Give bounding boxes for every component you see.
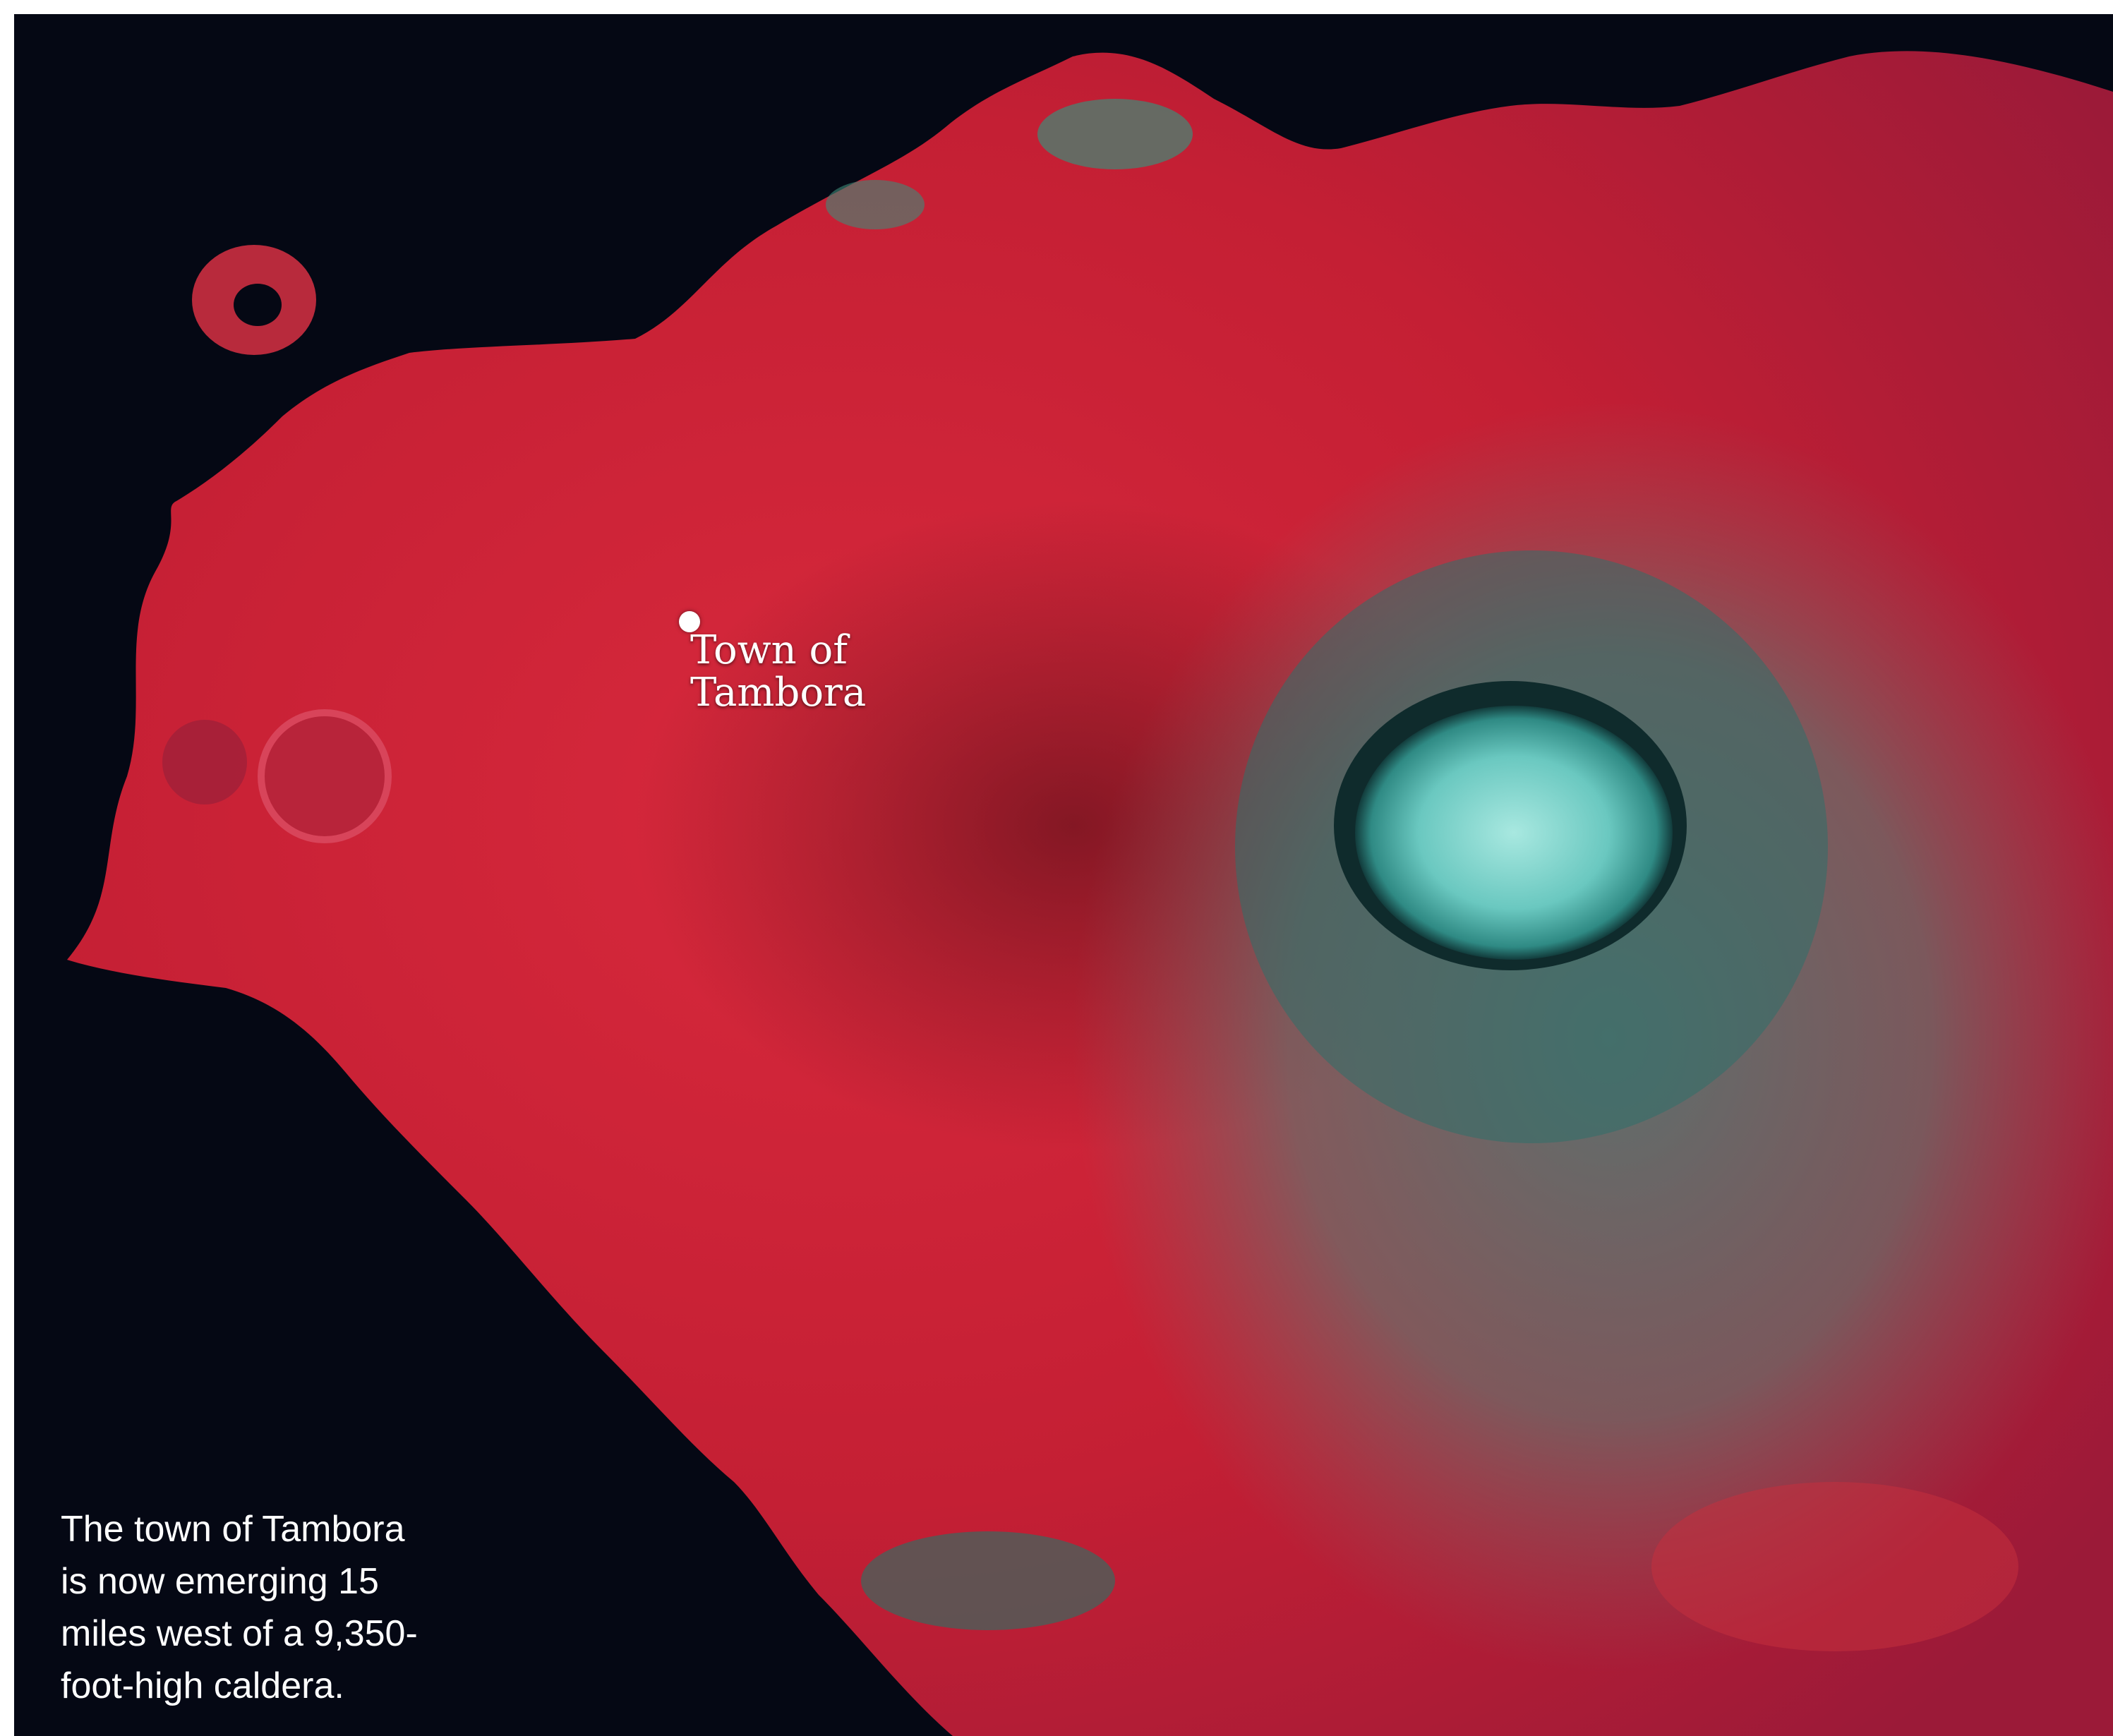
satellite-image: Town of Tambora The town of Tambora is n… (14, 14, 2113, 1736)
town-label-line2: Tambora (690, 670, 867, 716)
coastal-vegetation (826, 180, 925, 229)
coastal-vegetation (861, 1531, 1115, 1630)
caldera-floor (1355, 706, 1673, 960)
minor-cone (162, 720, 247, 804)
coastal-vegetation (1037, 99, 1193, 169)
town-label: Town of Tambora (690, 629, 902, 714)
town-label-line1: Town of (690, 627, 848, 673)
caption-text: The town of Tambora is now emerging 15 m… (61, 1509, 418, 1706)
islet-crater (234, 284, 282, 326)
minor-cone (258, 709, 392, 843)
red-patch (1651, 1482, 2018, 1651)
town-marker-dot (679, 611, 700, 632)
terrain-map (67, 51, 2113, 1736)
